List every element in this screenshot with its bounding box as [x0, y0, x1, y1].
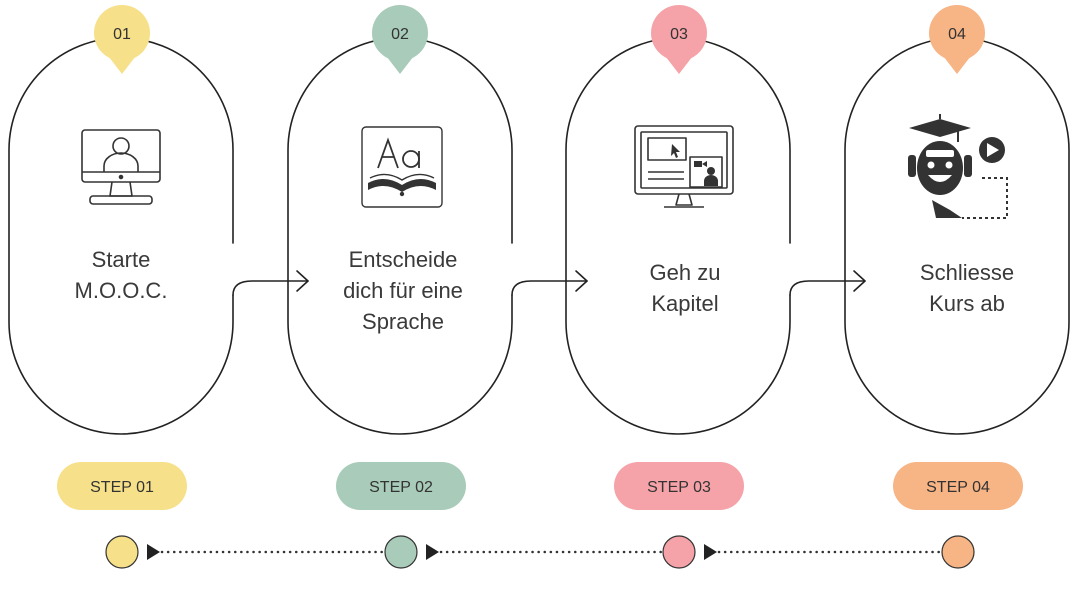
flow-outline — [8, 37, 1070, 435]
timeline-arrow-icon — [426, 544, 439, 560]
step-number: 03 — [670, 26, 688, 43]
step-number: 04 — [948, 26, 966, 43]
step-label-pill — [336, 462, 466, 510]
step-title-line: Starte — [92, 247, 151, 272]
timeline — [105, 535, 975, 569]
step-number: 01 — [113, 26, 131, 43]
step-title-line: M.O.O.C. — [75, 278, 168, 303]
timeline-node-01 — [105, 535, 139, 569]
step-label-01: STEP 01 — [57, 462, 187, 510]
timeline-arrow-icon — [704, 544, 717, 560]
step-title-line: Kapitel — [651, 291, 718, 316]
step-label-text: STEP 02 — [369, 479, 433, 496]
step-label-pill — [57, 462, 187, 510]
step-number: 02 — [391, 26, 409, 43]
step-label-text: STEP 03 — [647, 479, 711, 496]
number-pin-01: 01 — [94, 5, 150, 74]
step-label-03: STEP 03 — [614, 462, 744, 510]
step-label-text: STEP 04 — [926, 479, 990, 496]
step-title-line: dich für eine — [343, 278, 463, 303]
step-title-line: Sprache — [362, 309, 444, 334]
step-title-03: Geh zu Kapitel — [650, 260, 721, 316]
video-lesson-icon — [634, 125, 734, 208]
graduate-student-icon — [908, 114, 1008, 219]
step-title-01: Starte M.O.O.C. — [75, 247, 168, 303]
computer-user-icon — [81, 129, 161, 205]
number-pin-04: 04 — [929, 5, 985, 74]
timeline-node-04 — [941, 535, 975, 569]
step-title-line: Schliesse — [920, 260, 1014, 285]
step-title-02: Entscheide dich für eine Sprache — [343, 247, 463, 334]
number-pin-03: 03 — [651, 5, 707, 74]
pin-circle — [651, 5, 707, 61]
step-title-line: Entscheide — [349, 247, 458, 272]
step-label-pill — [893, 462, 1023, 510]
pin-circle — [929, 5, 985, 61]
step-label-text: STEP 01 — [90, 479, 154, 496]
step-title-line: Kurs ab — [929, 291, 1005, 316]
step-label-04: STEP 04 — [893, 462, 1023, 510]
timeline-arrow-icon — [147, 544, 160, 560]
step-title-line: Geh zu — [650, 260, 721, 285]
step-label-02: STEP 02 — [336, 462, 466, 510]
timeline-node-03 — [662, 535, 696, 569]
timeline-node-02 — [384, 535, 418, 569]
pin-circle — [94, 5, 150, 61]
step-label-pill — [614, 462, 744, 510]
step-title-04: Schliesse Kurs ab — [920, 260, 1014, 316]
language-book-icon — [361, 126, 443, 208]
number-pin-02: 02 — [372, 5, 428, 74]
pin-circle — [372, 5, 428, 61]
